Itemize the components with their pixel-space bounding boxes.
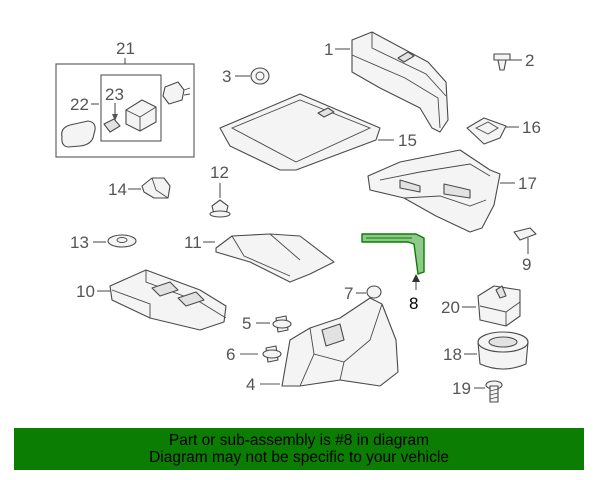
part-20-bracket	[477, 285, 521, 327]
part-2-clip	[493, 53, 511, 71]
callout-19: 19	[452, 379, 471, 398]
part-13-cap	[107, 234, 137, 248]
callout-10: 10	[76, 282, 95, 301]
callout-14: 14	[108, 180, 127, 199]
callout-21: 21	[116, 39, 135, 58]
banner-line-1: Part or sub-assembly is #8 in diagram	[168, 432, 430, 449]
info-banner: Part or sub-assembly is #8 in diagram Di…	[14, 428, 584, 470]
part-1-shelf-panel	[351, 31, 449, 133]
callout-4: 4	[246, 375, 255, 394]
part-11-panel	[215, 233, 335, 283]
callout-23: 23	[105, 85, 124, 104]
callout-18: 18	[443, 345, 462, 364]
part-9-pin	[513, 227, 537, 254]
part-16-cover	[466, 117, 507, 145]
callout-12: 12	[210, 163, 229, 182]
part-12-fastener	[209, 183, 231, 218]
parts-diagram: 21 22 23 1 2 3 15 16	[55, 31, 541, 403]
callout-1: 1	[324, 40, 333, 59]
part-5-clip	[272, 315, 292, 333]
part-7-cap	[366, 285, 382, 299]
callout-9: 9	[522, 255, 531, 274]
callout-16: 16	[522, 118, 541, 137]
banner-line-2: Diagram may not be specific to your vehi…	[149, 449, 449, 466]
callout-8: 8	[409, 294, 418, 313]
callout-11: 11	[184, 233, 202, 252]
part-3-grommet	[250, 67, 270, 85]
callout-20: 20	[441, 298, 460, 317]
part-8-strap	[361, 233, 425, 290]
part-6-clip	[262, 345, 282, 363]
callout-5: 5	[242, 314, 251, 333]
callout-6: 6	[226, 345, 235, 364]
part-10-tray	[109, 269, 227, 331]
callout-2: 2	[525, 51, 534, 70]
callout-17: 17	[518, 174, 537, 193]
part-14-bracket	[141, 177, 171, 199]
callout-7: 7	[344, 284, 353, 303]
callout-15: 15	[398, 131, 417, 150]
part-15-floor-mat	[219, 93, 381, 171]
part-18-holder	[477, 331, 529, 370]
callout-13: 13	[70, 233, 89, 252]
callout-3: 3	[222, 67, 231, 86]
callout-22: 22	[70, 95, 89, 114]
part-17-tray	[367, 149, 501, 233]
part-21-assembly	[55, 58, 195, 158]
part-4-side-trim	[281, 297, 399, 387]
part-19-bolt	[485, 380, 503, 403]
